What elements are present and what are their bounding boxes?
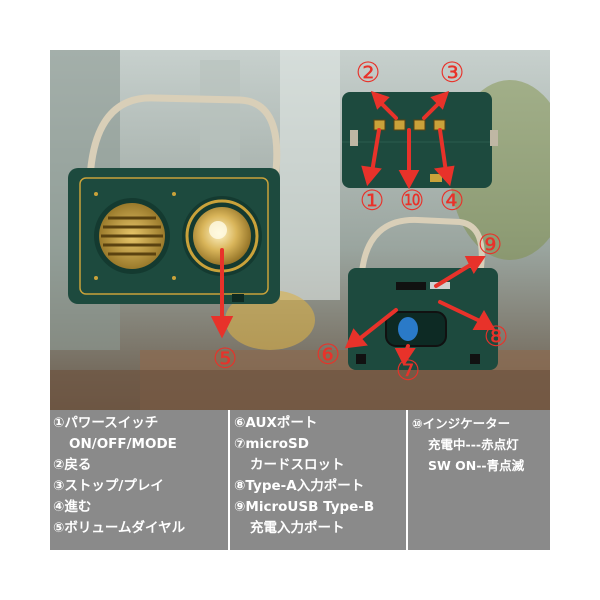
marker-4: ④ (439, 184, 464, 217)
legend-column-2: ⑥AUXポート ⑦microSD カードスロット ⑧Type-A入力ポート ⑨M… (228, 410, 406, 550)
marker-5: ⑤ (212, 342, 237, 375)
legend-item-stop-play: ③ストップ/プレイ (53, 478, 164, 494)
legend-item-card-slot: カードスロット (250, 457, 345, 473)
speaker-top-view (342, 92, 498, 188)
legend-item-forward: ④進む (53, 499, 92, 515)
product-photo: ② ③ ① ⑩ ④ ⑤ ⑨ ⑥ ⑦ ⑧ (50, 50, 550, 410)
marker-9: ⑨ (477, 228, 502, 261)
legend-item-charge-port: 充電入力ポート (250, 520, 345, 536)
marker-1: ① (359, 184, 384, 217)
speaker-front-view (68, 94, 281, 304)
legend-item-volume-dial: ⑤ボリュームダイヤル (53, 520, 186, 536)
marker-8: ⑧ (483, 320, 508, 353)
marker-7: ⑦ (395, 354, 420, 387)
marker-10: ⑩ (399, 184, 424, 217)
marker-2: ② (355, 56, 380, 89)
marker-6: ⑥ (315, 338, 340, 371)
callout-arrows (210, 90, 496, 366)
legend-column-3: ⑩インジケーター 充電中---赤点灯 SW ON--青点滅 (406, 410, 550, 550)
legend-panel: ①パワースイッチ ON/OFF/MODE ②戻る ③ストップ/プレイ ④進む ⑤… (50, 410, 550, 550)
legend-item-charging-red: 充電中---赤点灯 (428, 437, 519, 452)
legend-item-sw-on-blue: SW ON--青点滅 (428, 458, 525, 473)
legend-item-type-a: ⑧Type-A入力ポート (234, 478, 365, 494)
legend-column-1: ①パワースイッチ ON/OFF/MODE ②戻る ③ストップ/プレイ ④進む ⑤… (50, 410, 228, 550)
legend-item-indicator: ⑩インジケーター (412, 416, 511, 431)
legend-item-aux-port: ⑥AUXポート (234, 415, 318, 431)
legend-item-back: ②戻る (53, 457, 92, 473)
marker-3: ③ (439, 56, 464, 89)
speaker-back-view (348, 216, 498, 370)
legend-item-power-modes: ON/OFF/MODE (69, 436, 177, 452)
legend-item-microusb: ⑨MicroUSB Type-B (234, 499, 375, 515)
legend-item-microsd: ⑦microSD (234, 436, 309, 452)
legend-item-power-switch: ①パワースイッチ (53, 415, 159, 431)
